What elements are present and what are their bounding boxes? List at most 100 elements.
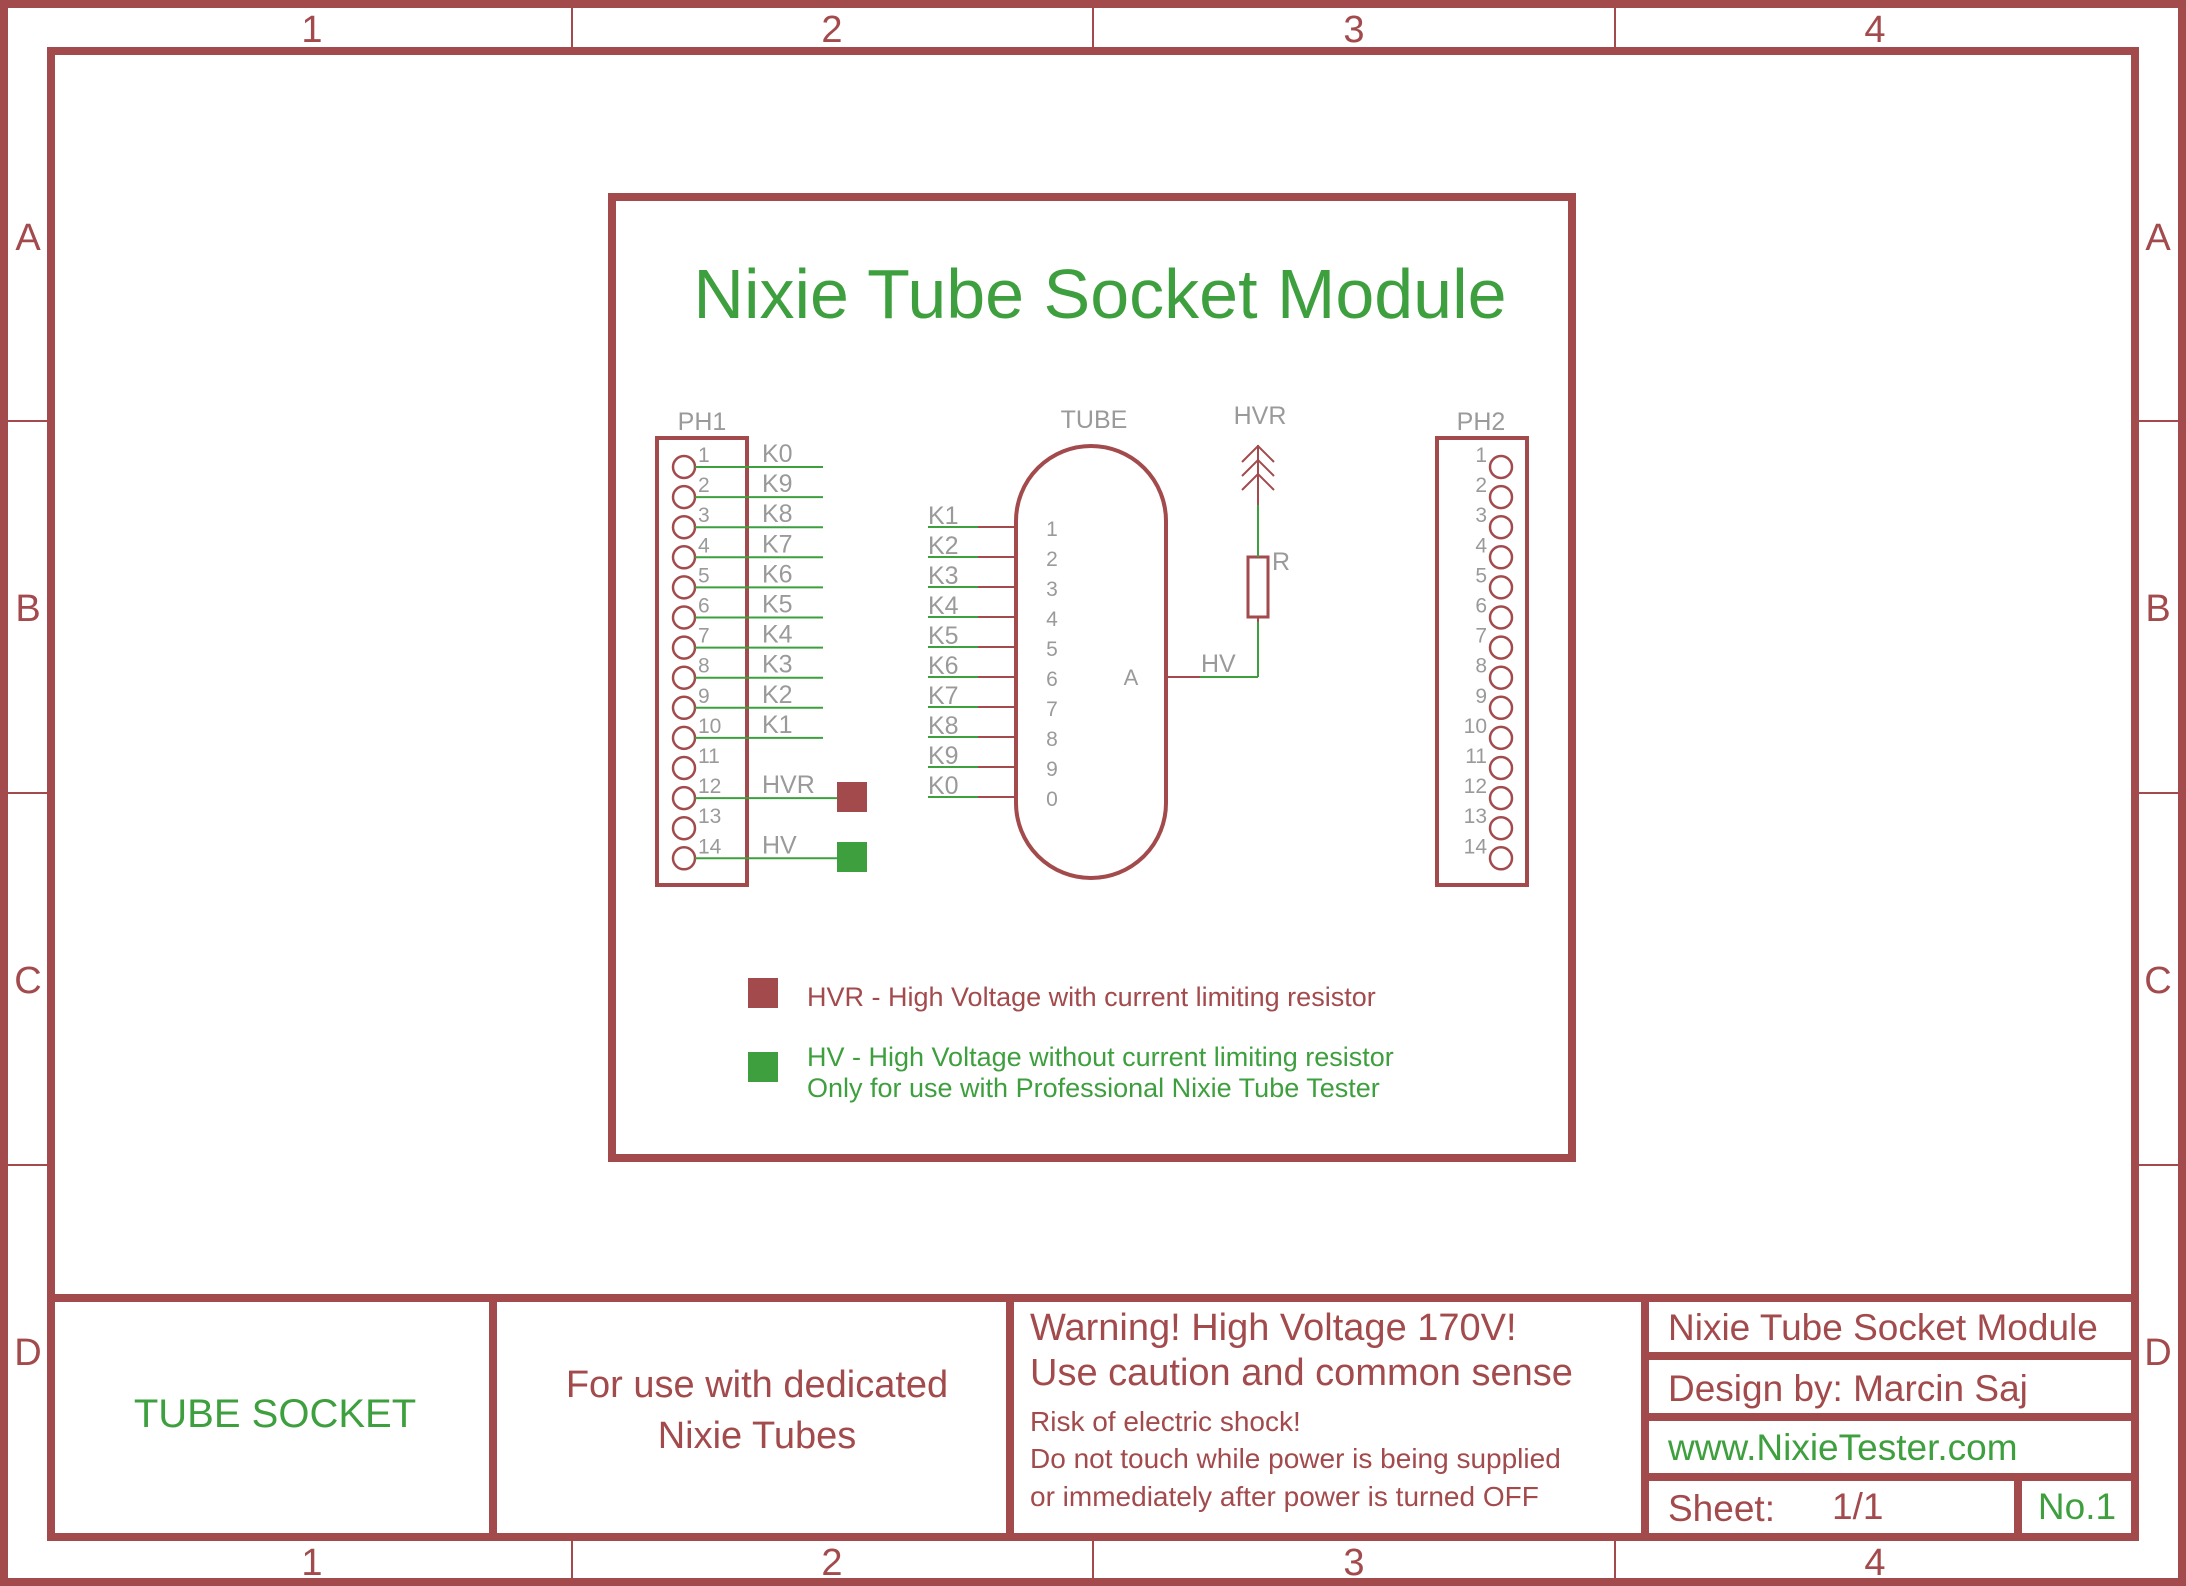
ph1-net-label: K5 [762, 591, 793, 619]
tube-pin-number: 4 [1046, 608, 1058, 631]
ph1-pin-circle [671, 514, 697, 540]
ph2-pin-circle [1488, 605, 1514, 630]
title-block-name: TUBE SOCKET [134, 1392, 416, 1436]
supply-arrow [1241, 444, 1275, 463]
row-label: C [14, 960, 41, 1002]
inner-frame [47, 47, 2139, 1541]
tube-net-label: K5 [928, 622, 959, 650]
column-label: 4 [1864, 1542, 1885, 1584]
warning-risk-3: or immediately after power is turned OFF [1030, 1481, 1539, 1512]
ph1-net-label: K4 [762, 621, 793, 649]
ph1-pin-number: 14 [698, 835, 722, 858]
design-by: Design by: Marcin Saj [1668, 1368, 2028, 1409]
ph2-body [1435, 436, 1529, 887]
tube-pin-number: 5 [1046, 638, 1058, 661]
ph2-label: PH2 [1457, 408, 1506, 436]
tube-pin-number: 1 [1046, 518, 1058, 541]
tube-net-label: K7 [928, 682, 959, 710]
tube-net-label: K4 [928, 592, 959, 620]
ph2-pin-circle [1488, 454, 1514, 480]
ph2-pin-circle [1488, 846, 1514, 871]
tube-net-label: K9 [928, 742, 959, 770]
resistor-body [1246, 555, 1270, 619]
diagram-title: Nixie Tube Socket Module [693, 255, 1506, 333]
ph1-net-label: K8 [762, 500, 793, 528]
ph2-pin-number: 7 [1475, 625, 1487, 648]
ph1-body [655, 436, 749, 887]
title-block: TUBE SOCKET For use with dedicated Nixie… [51, 1294, 2135, 1537]
ph1-pin-circle [671, 815, 697, 841]
ph1-pin-circle [671, 635, 697, 660]
column-label: 1 [301, 9, 322, 51]
supply-arrow [1241, 472, 1275, 491]
tube-anode-label: A [1124, 665, 1139, 690]
tube-net-label: K8 [928, 712, 959, 740]
ph2-pin-number: 5 [1475, 564, 1487, 587]
tube-label: TUBE [1061, 406, 1128, 434]
ph2-pin-number: 1 [1475, 444, 1487, 467]
row-label: B [15, 588, 40, 630]
row-label: D [14, 1332, 41, 1374]
tube-pin-number: 8 [1046, 728, 1058, 751]
ph2-pin-number: 2 [1475, 474, 1487, 497]
ph1-net-label: K2 [762, 681, 793, 709]
ph1-pin-number: 10 [698, 715, 721, 738]
row-label: D [2144, 1332, 2171, 1374]
ph1-pin-circle [671, 785, 697, 811]
row-label: B [2145, 588, 2170, 630]
website: www.NixieTester.com [1667, 1427, 2018, 1468]
tube-pin-number: 0 [1046, 788, 1058, 811]
title-block-usage-2: Nixie Tubes [658, 1415, 857, 1457]
ph2-pin-circle [1488, 695, 1514, 721]
warning-heading-2: Use caution and common sense [1030, 1352, 1573, 1394]
sheet-number: No.1 [2038, 1486, 2116, 1527]
ph2-pin-circle [1488, 815, 1514, 841]
warning-heading-1: Warning! High Voltage 170V! [1030, 1307, 1517, 1349]
sheet-label: Sheet: [1668, 1488, 1775, 1529]
ph2-pin-circle [1488, 755, 1514, 781]
column-label: 1 [301, 1542, 322, 1584]
ph1-pin-circle [671, 454, 697, 480]
ph1-pin-circle [671, 755, 697, 781]
column-label: 2 [821, 1542, 842, 1584]
legend-hv-note: Only for use with Professional Nixie Tub… [807, 1073, 1380, 1103]
ph1-pin-circle [671, 725, 697, 751]
sheet-value: 1/1 [1832, 1486, 1883, 1527]
ph1-net-label: K6 [762, 560, 793, 588]
ph2-pin-number: 11 [1465, 745, 1487, 768]
warning-risk-1: Risk of electric shock! [1030, 1406, 1301, 1437]
ph1-net-label: HV [762, 831, 797, 859]
ph1-net-label: K1 [762, 711, 793, 739]
ph1-pin-number: 2 [698, 474, 710, 497]
column-label: 4 [1864, 9, 1885, 51]
column-label: 3 [1343, 1542, 1364, 1584]
ph1-pin-number: 13 [698, 805, 721, 828]
title-block-usage-1: For use with dedicated [566, 1364, 948, 1406]
tube-outline [1014, 444, 1168, 880]
row-dividers [8, 420, 2178, 1166]
ph2-pin-circle [1488, 665, 1514, 690]
tube-net-label: K6 [928, 652, 959, 680]
ph1-net-label: K3 [762, 651, 793, 679]
legend-hvr-text: HVR - High Voltage with current limiting… [807, 982, 1376, 1012]
legend-hv-text: HV - High Voltage without current limiti… [807, 1042, 1394, 1072]
hv-net-label: HV [1201, 650, 1236, 678]
tube-net-label: K1 [928, 502, 959, 530]
ph2-pin-number: 13 [1464, 805, 1487, 828]
ph2-pin-number: 8 [1475, 655, 1487, 678]
row-label: A [2145, 217, 2171, 259]
ph2-pin-number: 6 [1475, 595, 1487, 618]
ph1-pin-circle [671, 605, 697, 630]
ph2-pin-circle [1488, 635, 1514, 660]
ph1-pin-circle [671, 846, 697, 871]
ph1-pin-number: 7 [698, 625, 710, 648]
column-label: 3 [1343, 9, 1364, 51]
ph2-pin-circle [1488, 545, 1514, 570]
